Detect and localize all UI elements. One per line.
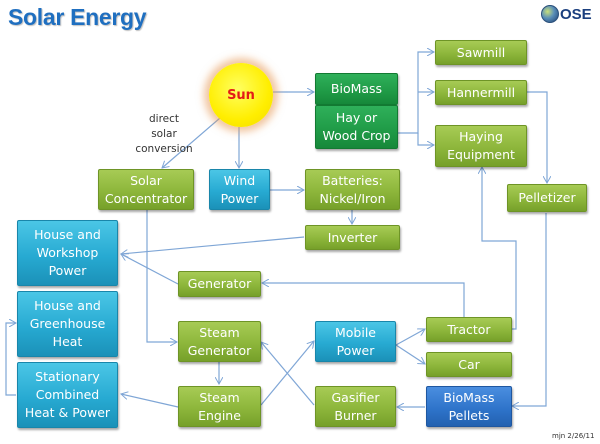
- edge-sun-concentrator: [162, 117, 221, 168]
- node-house-greenhouse-heat[interactable]: House and Greenhouse Heat: [17, 291, 118, 357]
- node-generator[interactable]: Generator: [178, 271, 261, 297]
- node-house-workshop-power[interactable]: House and Workshop Power: [17, 220, 118, 286]
- edge-generator-house: [121, 254, 179, 285]
- sun-node[interactable]: Sun: [209, 63, 273, 127]
- globe-icon: [541, 5, 559, 23]
- node-sawmill[interactable]: Sawmill: [435, 40, 527, 65]
- node-hannermill[interactable]: Hannermill: [435, 80, 527, 105]
- direct-solar-conversion-label: direct solar conversion: [135, 113, 193, 155]
- edge-mobile-tractor: [395, 329, 425, 346]
- edge-steamengine-chp: [121, 394, 179, 408]
- edge-concentrator-steamgen: [146, 210, 177, 342]
- sun-label: Sun: [227, 87, 255, 103]
- node-gasifier-burner[interactable]: Gasifier Burner: [315, 386, 396, 427]
- node-steam-engine[interactable]: Steam Engine: [178, 386, 261, 427]
- node-mobile-power[interactable]: Mobile Power: [315, 321, 396, 362]
- node-car[interactable]: Car: [426, 352, 512, 377]
- edge-gasifier-steamgen: [261, 342, 315, 406]
- page-title: Solar Energy: [8, 4, 147, 30]
- edge-haywood-haying: [417, 133, 434, 145]
- ose-logo: OSE: [541, 5, 592, 23]
- node-wind-power[interactable]: Wind Power: [209, 169, 270, 210]
- edge-inverter-house: [121, 236, 305, 254]
- logo-text: OSE: [560, 5, 592, 23]
- edge-mobile-car: [395, 344, 425, 364]
- author-signature: mjn 2/26/11: [552, 432, 595, 440]
- edge-pelletizer-pellets: [512, 213, 547, 406]
- node-hay-wood-crop[interactable]: Hay or Wood Crop: [315, 105, 398, 149]
- node-haying-equipment[interactable]: Haying Equipment: [435, 125, 527, 167]
- node-stationary-chp[interactable]: Stationary Combined Heat & Power: [17, 362, 118, 428]
- node-steam-generator[interactable]: Steam Generator: [178, 321, 261, 362]
- edge-hannermill-pelletizer: [527, 91, 547, 183]
- edge-tractor-generator: [262, 283, 465, 318]
- node-biomass[interactable]: BioMass: [315, 73, 398, 105]
- node-inverter[interactable]: Inverter: [305, 225, 400, 250]
- node-biomass-pellets[interactable]: BioMass Pellets: [426, 386, 512, 427]
- edge-chp-greenhouse: [5, 323, 16, 396]
- node-batteries[interactable]: Batteries: Nickel/Iron: [305, 169, 400, 210]
- node-tractor[interactable]: Tractor: [426, 317, 512, 342]
- node-solar-concentrator[interactable]: Solar Concentrator: [98, 169, 194, 210]
- node-pelletizer[interactable]: Pelletizer: [507, 184, 587, 212]
